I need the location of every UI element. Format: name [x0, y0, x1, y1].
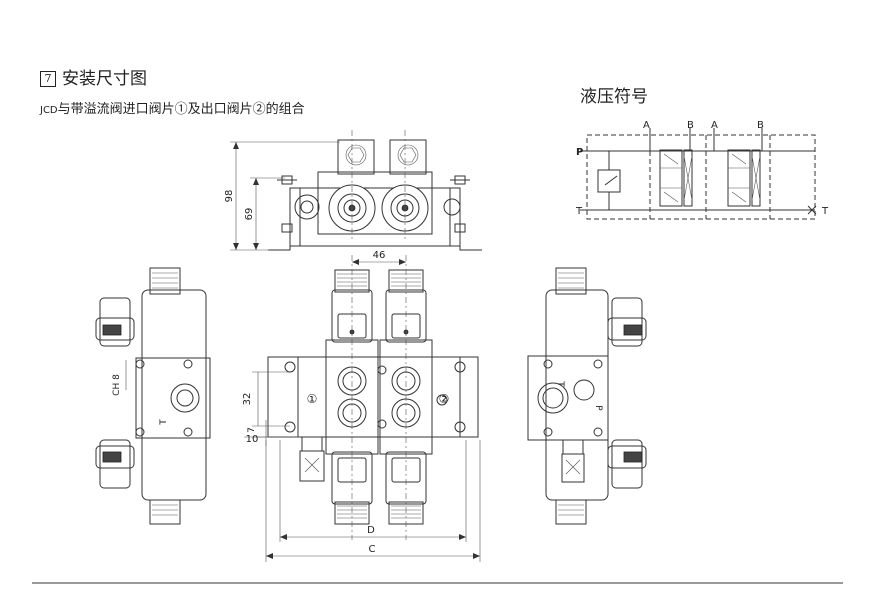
- section-title: 7 安装尺寸图: [40, 64, 147, 89]
- top-view: [230, 130, 482, 251]
- symbol-port-b2: B: [757, 120, 764, 131]
- dim-mount-height: 69: [244, 208, 255, 221]
- subtitle-text: 与带溢流阀进口阀片①及出口阀片②的组合: [57, 102, 305, 117]
- callout-inlet-slice: ①: [307, 392, 318, 406]
- right-side-view: [527, 267, 647, 525]
- left-port-t: T: [159, 419, 169, 426]
- dim-spacing: 46: [373, 250, 386, 261]
- left-side-view: [95, 267, 211, 525]
- dim-overall-height: 98: [224, 190, 235, 203]
- right-port-t: T: [555, 380, 565, 387]
- hydraulic-symbol-title: 液压符号: [580, 87, 648, 107]
- hydraulic-symbol: [580, 128, 817, 220]
- right-port-p: P: [593, 405, 603, 411]
- callout-outlet-slice: ②: [439, 392, 450, 406]
- symbol-port-a1: A: [643, 120, 650, 131]
- section-title-text: 安装尺寸图: [62, 69, 147, 89]
- dim-hex-size: CH 8: [112, 374, 122, 396]
- symbol-port-a2: A: [711, 120, 718, 131]
- dim-hole-offset: 32: [242, 393, 253, 406]
- dim-edge-offset: 10: [246, 434, 259, 445]
- symbol-port-b1: B: [687, 120, 694, 131]
- dim-length-c: C: [369, 544, 376, 555]
- symbol-port-t-right: T: [821, 206, 829, 217]
- section-number: 7: [40, 71, 56, 87]
- symbol-port-t-left: T: [575, 206, 583, 217]
- symbol-port-p: P: [576, 147, 583, 158]
- subtitle: JCD与带溢流阀进口阀片①及出口阀片②的组合: [40, 98, 305, 117]
- front-view: [244, 255, 481, 562]
- subtitle-prefix: JCD: [40, 105, 58, 116]
- dim-length-d: D: [367, 525, 375, 536]
- dim-small-offset: 7: [247, 427, 257, 433]
